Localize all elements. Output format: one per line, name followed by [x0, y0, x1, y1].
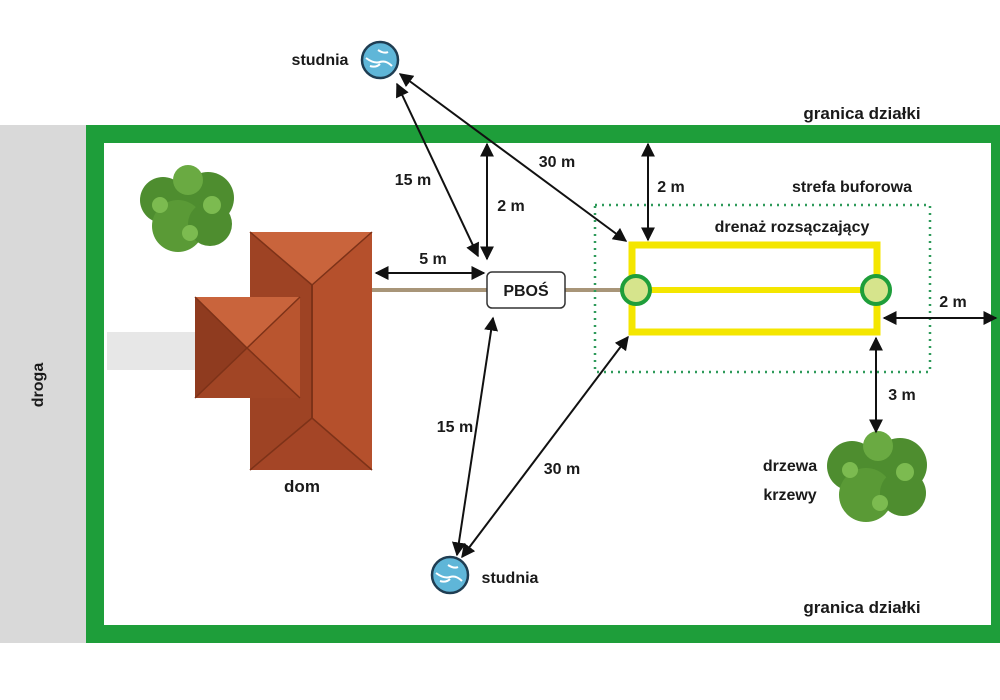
- trees-label-line2: krzewy: [763, 487, 816, 504]
- dist-drain-to-well-bottom: 30 m: [544, 461, 580, 478]
- house-label: dom: [284, 477, 320, 496]
- arrow-drain-to-well-bottom: [461, 335, 629, 559]
- arrow-well-top-to-tank: [396, 82, 479, 258]
- arrow-well-top-to-drain: [398, 73, 628, 242]
- boundary-label-bottom: granica działki: [803, 598, 920, 617]
- tank-label: PBOŚ: [503, 281, 549, 300]
- buffer-zone-label: strefa buforowa: [792, 179, 912, 196]
- dist-tank-to-well-bottom: 15 m: [437, 419, 473, 436]
- drainage-well-right: [860, 274, 892, 306]
- tank-box: [486, 271, 566, 309]
- dist-well-top-to-tank: 15 m: [395, 172, 431, 189]
- driveway: [107, 332, 195, 370]
- dist-boundary-to-tank: 2 m: [497, 198, 525, 215]
- well-top-label: studnia: [292, 52, 349, 69]
- house: [194, 231, 373, 471]
- well-bottom-label: studnia: [482, 570, 539, 587]
- drainage-label: drenaż rozsączający: [715, 219, 870, 236]
- tree-top-left: [140, 165, 234, 252]
- road-label: droga: [30, 363, 47, 408]
- arrow-tank-to-well-bottom: [451, 316, 499, 557]
- trees-label-line1: drzewa: [763, 458, 817, 475]
- dist-drain-to-right-boundary: 2 m: [939, 294, 967, 311]
- well-top-icon: [360, 40, 400, 80]
- dist-drain-to-trees: 3 m: [888, 387, 916, 404]
- tree-bottom-right: [827, 431, 927, 522]
- drainage-well-left: [620, 274, 652, 306]
- road: [0, 125, 86, 643]
- dist-well-top-to-drain: 30 m: [539, 154, 575, 171]
- dist-house-to-tank: 5 m: [419, 251, 447, 268]
- well-bottom-icon: [430, 555, 470, 595]
- dist-boundary-to-drain: 2 m: [657, 179, 685, 196]
- boundary-label-top: granica działki: [803, 104, 920, 123]
